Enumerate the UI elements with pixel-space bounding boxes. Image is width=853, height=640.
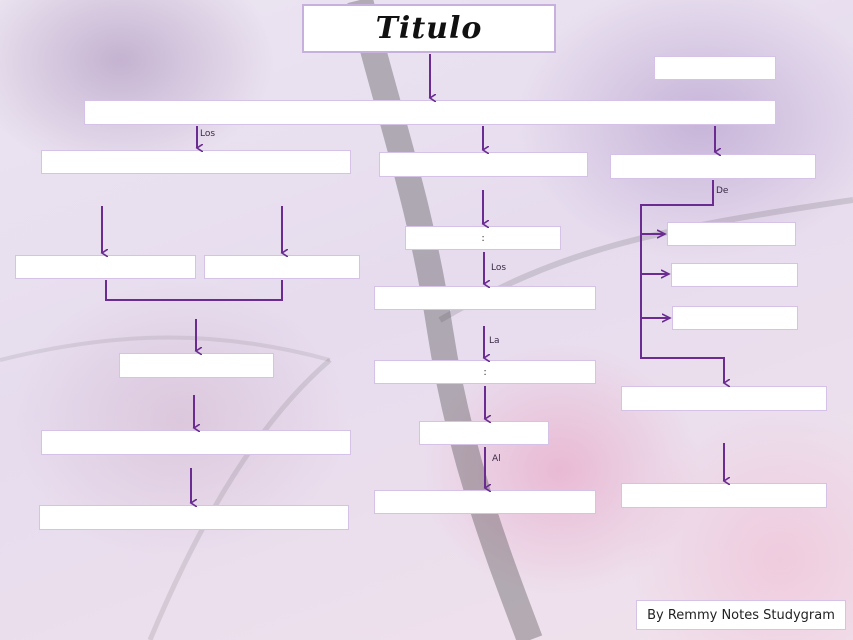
title-box: Titulo xyxy=(302,4,556,53)
connector-label-los-mid: Los xyxy=(491,263,507,273)
left-join-bracket xyxy=(105,280,283,301)
connector-label-de: De xyxy=(716,186,729,196)
colon-text-1: : xyxy=(481,232,485,244)
right-item-box-2 xyxy=(671,263,798,287)
connector-label-los-left: Los xyxy=(200,129,216,139)
left-bottom-box xyxy=(39,505,349,530)
right-bracket-connector xyxy=(640,180,724,383)
right-item-box-1 xyxy=(667,222,796,246)
colon-text-2: : xyxy=(483,366,487,378)
connector-label-la: La xyxy=(489,336,500,346)
credit-text: By Remmy Notes Studygram xyxy=(647,607,835,623)
connector-label-al: Al xyxy=(492,454,501,464)
credit-box: By Remmy Notes Studygram xyxy=(636,600,846,630)
right-item-box-3 xyxy=(672,306,798,330)
right-branch-box xyxy=(610,154,816,179)
page-title: Titulo xyxy=(375,11,483,46)
top-right-box xyxy=(654,56,776,80)
